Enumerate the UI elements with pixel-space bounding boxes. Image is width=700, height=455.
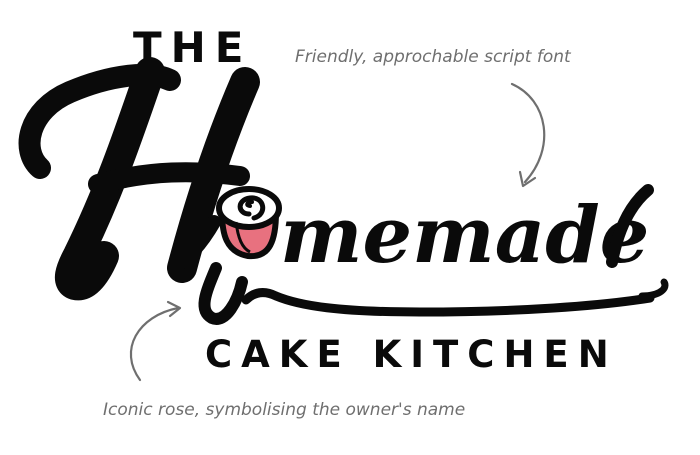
script-d-ascender: [606, 184, 654, 268]
bottom-annotation: Iconic rose, symbolising the owner's nam…: [103, 400, 465, 420]
arrow-down-icon: [510, 82, 546, 188]
script-word-rest: memade: [280, 190, 649, 281]
script-letter-h: [18, 57, 260, 301]
rose-icon: [216, 186, 282, 260]
top-annotation: Friendly, approchable script font: [295, 47, 572, 67]
kitchen-label: CAKE KITCHEN: [205, 333, 618, 376]
swash-underline: [198, 262, 669, 325]
arrow-up-icon: [129, 300, 182, 382]
